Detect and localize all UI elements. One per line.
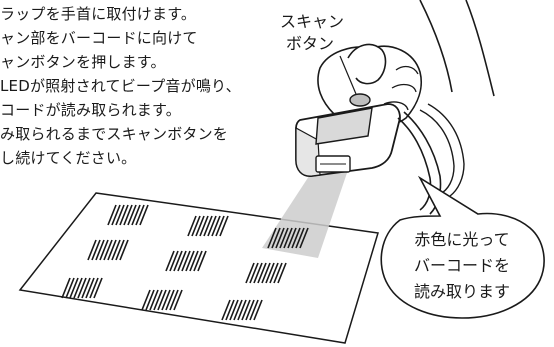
- scan-button-label: ボタン: [286, 34, 335, 53]
- finger: [383, 65, 419, 111]
- barcode: [141, 289, 183, 311]
- thumb: [347, 43, 387, 85]
- barcode: [221, 299, 263, 321]
- callout-text: 赤色に光って: [414, 230, 510, 249]
- scan-button-label: スキャン: [280, 12, 345, 31]
- arm-sleeve: [419, 0, 453, 93]
- barcode: [245, 262, 287, 284]
- barcode: [107, 204, 149, 226]
- instruction-line: み取られるまでスキャンボタンを: [0, 125, 229, 143]
- scanner-body: [295, 126, 321, 177]
- callout-text: 読み取ります: [413, 282, 510, 301]
- wrist-strap: [427, 103, 465, 197]
- barcode: [87, 239, 129, 261]
- wrist-strap: [419, 109, 455, 195]
- scan-button-leader: [339, 55, 357, 95]
- barcode: [165, 250, 207, 272]
- callout-bubble: [380, 175, 545, 319]
- instruction-line: ャンボタンを押します。: [0, 53, 166, 71]
- scan-button-icon: [349, 93, 371, 107]
- barcode: [267, 227, 309, 249]
- barcode: [61, 277, 103, 299]
- instruction-line: LEDが照射されてビープ音が鳴り、: [0, 77, 241, 95]
- scan-beam: [262, 170, 348, 258]
- instruction-line: コードが読み取られます。: [0, 101, 181, 119]
- instruction-line: し続けてください。: [0, 149, 137, 167]
- instruction-line: ラップを手首に取付けます。: [0, 5, 197, 23]
- instruction-line: ャン部をバーコードに向けて: [0, 29, 198, 47]
- scanner-display: [315, 107, 373, 145]
- barcode-group: [61, 204, 309, 321]
- wrist-strap: [397, 117, 432, 211]
- callout-text: バーコードを: [413, 256, 510, 275]
- arm-sleeve: [465, 0, 495, 97]
- barcode: [187, 215, 229, 237]
